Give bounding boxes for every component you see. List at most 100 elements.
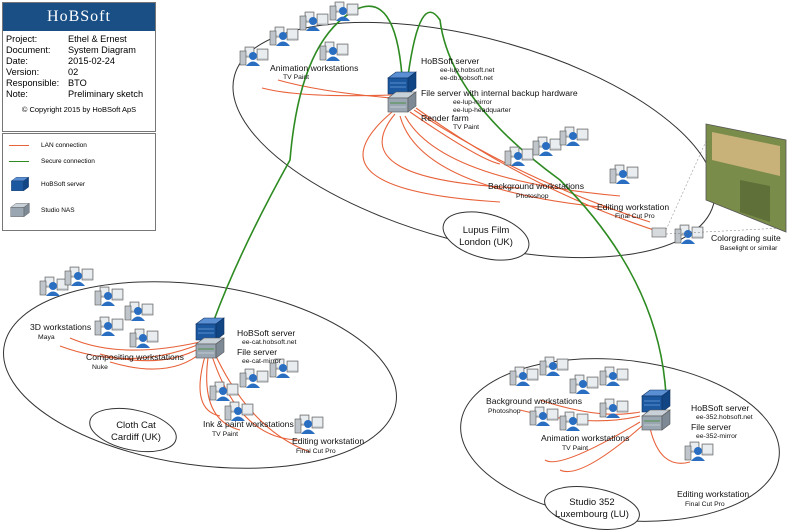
info-value: Preliminary sketch: [68, 89, 144, 99]
legend-nas: Studio NAS: [9, 202, 75, 218]
london-lan-lines: [261, 79, 661, 233]
london-editing-label: Editing workstation: [597, 202, 669, 212]
legend-server-label: HoBSoft server: [41, 180, 86, 188]
colorgrading-sub: Baselight or similar: [720, 245, 778, 252]
lux-server-host: ee-352.hobsoft.net: [696, 414, 753, 421]
london-renderfarm-label: Render farm: [421, 113, 469, 123]
legend-lan-label: LAN connection: [41, 142, 87, 149]
copyright-text: © Copyright 2015 by HoBSoft ApS: [21, 105, 137, 114]
lux-animation-sub: TV Paint: [562, 445, 588, 452]
london-background-label: Background workstations: [488, 181, 584, 191]
cardiff-editing-workstation: [294, 414, 324, 435]
london-animation-sub: TV Paint: [283, 74, 309, 81]
info-row-version: Version: 02: [3, 67, 155, 78]
info-row-note: Note: Preliminary sketch: [3, 89, 155, 100]
lux-animation-workstation: [599, 398, 629, 419]
london-animation-workstation: [299, 11, 329, 32]
london-fileserver-host1: ee-lup-mirror: [453, 99, 493, 106]
legend-server: HoBSoft server: [9, 176, 85, 192]
lux-background-workstation: [509, 366, 539, 387]
lux-editing-workstation: [684, 441, 714, 462]
lux-fileserver-host: ee-352-mirror: [696, 433, 738, 440]
cardiff-3d-label: 3D workstations: [30, 322, 91, 332]
lux-editing-sub: Final Cut Pro: [685, 501, 725, 508]
lux-animation-workstation: [529, 406, 559, 427]
info-row-responsible: Responsible: BTO: [3, 78, 155, 89]
info-value: 02: [68, 67, 79, 77]
lux-animation-workstation: [559, 411, 589, 432]
cardiff-compositing-workstation: [129, 328, 159, 349]
secure-line-swatch: [9, 161, 29, 162]
london-background-workstation: [504, 146, 534, 167]
lux-server-label: HoBSoft server: [691, 403, 749, 413]
london-background-workstation: [532, 136, 562, 157]
cardiff-3d-sub: Maya: [38, 334, 55, 341]
lux-site-name: Studio 352: [569, 497, 614, 508]
london-animation-workstation: [329, 1, 359, 22]
info-label: Date:: [6, 56, 28, 66]
cardiff-3d-workstation: [64, 266, 94, 287]
title-block: HoBSoft Project: Ethel & Ernest Document…: [2, 2, 156, 132]
cardiff-server-label: HoBSoft server: [237, 328, 295, 338]
legend-secure: Secure connection: [9, 158, 95, 165]
london-fileserver-host2: ee-lup-headquarter: [453, 107, 512, 114]
info-label: Version:: [6, 67, 40, 77]
cardiff-fileserver-host: ee-cat-mirror: [242, 358, 282, 365]
info-label: Project:: [6, 34, 38, 44]
cardiff-3d-workstation: [94, 286, 124, 307]
london-editing-workstation: [609, 164, 639, 185]
london-site-label: Lupus Film London (UK): [442, 211, 530, 261]
cardiff-compositing-workstation: [94, 316, 124, 337]
lux-background-workstation: [539, 356, 569, 377]
london-site-country: London (UK): [459, 237, 513, 248]
london-background-workstation: [559, 126, 589, 147]
lux-file-server-icon: [641, 409, 671, 431]
legend-lan: LAN connection: [9, 142, 87, 149]
lux-background-label: Background workstations: [486, 396, 582, 406]
legend-secure-label: Secure connection: [41, 158, 95, 165]
london-animation-workstation: [239, 46, 269, 67]
info-value: 2015-02-24: [68, 56, 115, 66]
info-label: Responsible:: [6, 78, 60, 88]
info-row-date: Date: 2015-02-24: [3, 56, 155, 67]
cardiff-site-name: Cloth Cat: [116, 420, 156, 431]
info-label: Document:: [6, 45, 51, 55]
lux-background-workstation: [599, 366, 629, 387]
info-row-project: Project: Ethel & Ernest: [3, 34, 155, 45]
london-server-label: HoBSoft server: [421, 56, 479, 66]
london-animation-label: Animation workstations: [270, 63, 358, 73]
cardiff-editing-sub: Final Cut Pro: [296, 448, 336, 455]
cardiff-site-ellipse: [3, 281, 397, 469]
legend-nas-label: Studio NAS: [41, 206, 75, 214]
london-editing-sub: Final Cut Pro: [615, 213, 655, 220]
luxembourg-site-label: Studio 352 Luxembourg (LU): [544, 486, 640, 530]
cardiff-3d-workstation: [39, 276, 69, 297]
london-renderfarm-sub: TV Paint: [453, 124, 479, 131]
cardiff-file-server-icon: [195, 337, 225, 359]
cardiff-site-label: Cloth Cat Cardiff (UK): [89, 407, 177, 453]
cardiff-fileserver-label: File server: [237, 347, 277, 357]
london-server-host1: ee-lup.hobsoft.net: [440, 67, 495, 74]
info-value: BTO: [68, 78, 87, 88]
london-fileserver-label: File server with internal backup hardwar…: [421, 88, 578, 98]
london-background-sub: Photoshop: [516, 193, 549, 200]
colorgrading-label: Colorgrading suite: [711, 233, 781, 243]
cardiff-inkpaint-workstation: [239, 368, 269, 389]
cardiff-editing-label: Editing workstation: [292, 436, 364, 446]
cardiff-inkpaint-workstation: [209, 381, 239, 402]
cardiff-inkpaint-label: Ink & paint workstations: [203, 419, 294, 429]
cardiff-hobsoft-server-icon: [195, 317, 225, 341]
lux-background-workstation: [569, 374, 599, 395]
lux-hobsoft-server-icon: [641, 389, 671, 413]
colorgrading-screen-image: [705, 123, 787, 233]
cardiff-inkpaint-sub: TV Paint: [212, 431, 238, 438]
info-value: Ethel & Ernest: [68, 34, 127, 44]
london-animation-workstation: [269, 26, 299, 47]
cardiff-lan-lines: [59, 337, 311, 453]
london-site-name: Lupus Film: [463, 225, 510, 236]
company-banner: HoBSoft: [3, 3, 155, 31]
lux-background-sub: Photoshop: [488, 408, 521, 415]
london-server-host2: ee-db.hobsoft.net: [440, 75, 493, 82]
info-value: System Diagram: [68, 45, 136, 55]
cardiff-3d-workstation: [124, 301, 154, 322]
